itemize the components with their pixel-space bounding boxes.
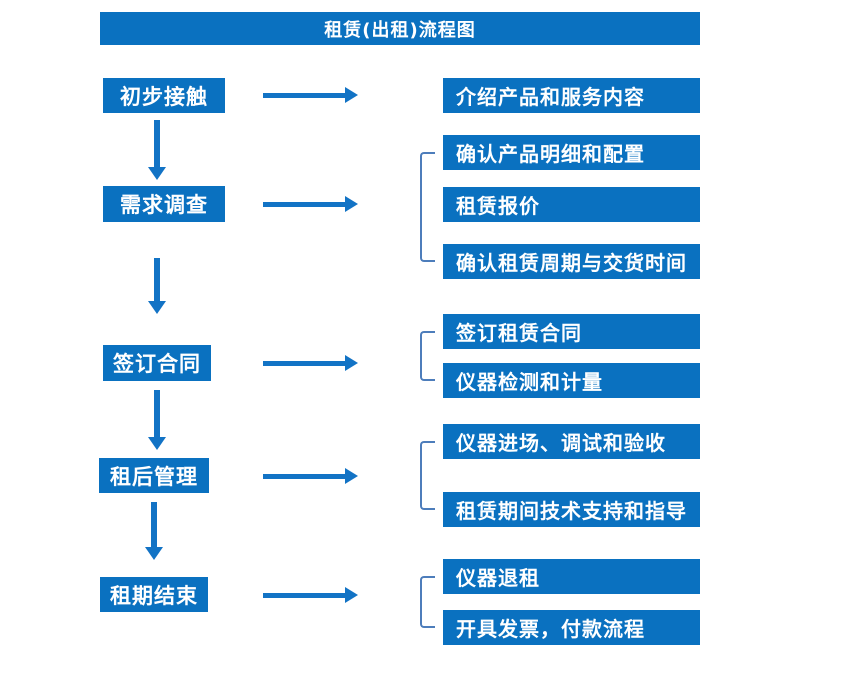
arrow-head: [345, 87, 358, 103]
arrow-shaft: [154, 258, 160, 302]
down-arrow-icon: [145, 502, 163, 560]
right-arrow-icon: [263, 196, 359, 212]
stage-post-rental-management: 租后管理: [99, 458, 209, 493]
output-sign-rental-contract: 签订租赁合同: [443, 314, 700, 349]
right-arrow-icon: [263, 587, 359, 603]
arrow-head: [145, 547, 163, 560]
arrow-shaft: [263, 592, 345, 598]
arrow-shaft: [151, 502, 157, 548]
stage-demand-survey: 需求调查: [103, 186, 225, 222]
stage-initial-contact: 初步接触: [103, 78, 225, 113]
output-introduce-services: 介绍产品和服务内容: [443, 78, 700, 113]
flowchart-title: 租赁(出租)流程图: [100, 12, 700, 45]
arrow-head: [148, 301, 166, 314]
arrow-shaft: [263, 201, 345, 207]
output-instrument-setup-acceptance: 仪器进场、调试和验收: [443, 424, 700, 459]
bracket-connector: [420, 331, 435, 381]
output-instrument-return: 仪器退租: [443, 559, 700, 594]
down-arrow-icon: [148, 390, 166, 450]
arrow-head: [148, 437, 166, 450]
down-arrow-icon: [148, 120, 166, 180]
arrow-head: [345, 468, 358, 484]
output-rental-quote: 租赁报价: [443, 187, 700, 222]
right-arrow-icon: [263, 468, 359, 484]
stage-sign-contract: 签订合同: [103, 345, 211, 381]
bracket-connector: [420, 441, 435, 510]
arrow-shaft: [263, 360, 345, 366]
arrow-head: [345, 355, 358, 371]
arrow-shaft: [154, 390, 160, 438]
arrow-shaft: [154, 120, 160, 168]
output-confirm-product-details: 确认产品明细和配置: [443, 135, 700, 170]
arrow-shaft: [263, 473, 345, 479]
output-rental-tech-support: 租赁期间技术支持和指导: [443, 492, 700, 527]
down-arrow-icon: [148, 258, 166, 314]
arrow-head: [345, 587, 358, 603]
right-arrow-icon: [263, 355, 359, 371]
arrow-shaft: [263, 92, 345, 98]
arrow-head: [148, 167, 166, 180]
output-invoice-payment: 开具发票，付款流程: [443, 610, 700, 645]
bracket-connector: [420, 576, 435, 628]
stage-lease-end: 租期结束: [100, 577, 208, 612]
output-instrument-inspection: 仪器检测和计量: [443, 363, 700, 398]
arrow-head: [345, 196, 358, 212]
bracket-connector: [420, 152, 435, 262]
output-confirm-period-delivery: 确认租赁周期与交货时间: [443, 244, 700, 279]
right-arrow-icon: [263, 87, 359, 103]
